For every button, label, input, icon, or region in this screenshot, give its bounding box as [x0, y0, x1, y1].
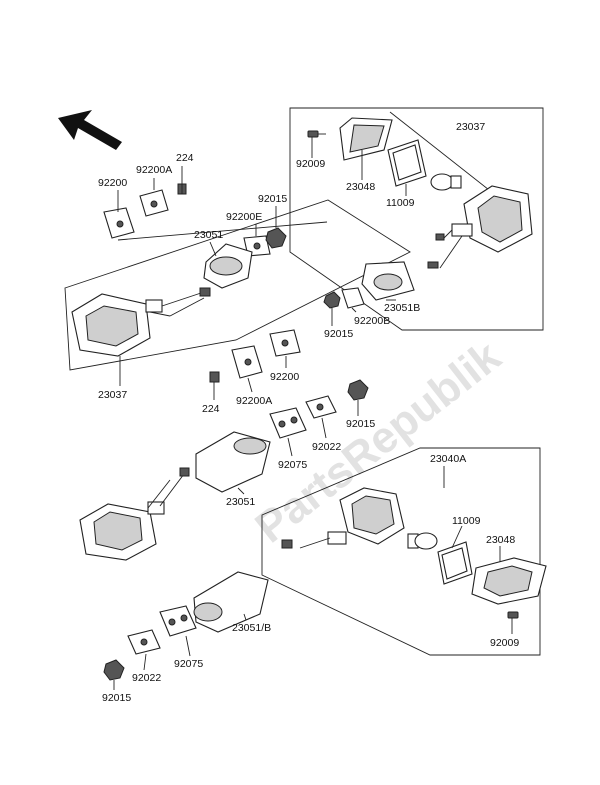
- label-92200E: 92200E: [226, 211, 262, 223]
- label-92075-bottom: 92075: [174, 658, 203, 670]
- nut-92015-mid2: [347, 379, 369, 401]
- label-23051slashB: 23051/B: [232, 622, 271, 634]
- label-11009-bottom: 11009: [452, 515, 481, 527]
- label-92015-bottom: 92015: [102, 692, 131, 704]
- lens-23048-top: [339, 117, 393, 161]
- label-92009-top: 92009: [296, 158, 325, 170]
- gasket-92022-bottom: [127, 629, 161, 655]
- label-23051B-top: 23051B: [384, 302, 420, 314]
- lens-23048-bottom: [471, 557, 547, 605]
- leader-lines: [113, 137, 513, 690]
- label-92015-mid: 92015: [324, 328, 353, 340]
- label-224-top: 224: [176, 152, 194, 164]
- label-92200A-mid: 92200A: [236, 395, 272, 407]
- left-assembly-frame: [64, 199, 411, 371]
- front-direction-arrow-icon: [58, 110, 122, 150]
- grommet-92075-mid: [269, 407, 307, 439]
- housing-23051-top: [203, 243, 253, 289]
- label-92022-bottom: 92022: [132, 672, 161, 684]
- label-92009-bottom: 92009: [490, 637, 519, 649]
- label-92015-mid2: 92015: [346, 418, 375, 430]
- nut-92015-mid: [323, 291, 341, 309]
- screw-92009-top: [307, 130, 326, 138]
- housing-23051B: [361, 261, 415, 301]
- nut-92015-top: [265, 227, 287, 249]
- label-92075-mid: 92075: [278, 459, 307, 471]
- label-23040A: 23040A: [430, 453, 466, 465]
- bottom-right-assembly-frame: [261, 447, 541, 656]
- label-224-mid: 224: [202, 403, 220, 415]
- bulb-bottom: [407, 532, 438, 550]
- screw-92009-bottom: [507, 611, 519, 619]
- screw-224-mid: [209, 371, 220, 383]
- label-11009-top: 11009: [386, 197, 415, 209]
- label-23037-left: 23037: [98, 389, 127, 401]
- bracket-92200-top: [103, 207, 135, 239]
- grommet-92075-bottom: [159, 605, 197, 637]
- label-92200-mid: 92200: [270, 371, 299, 383]
- signal-23040A: [281, 487, 405, 549]
- label-92200A-top: 92200A: [136, 164, 172, 176]
- signal-23037-right: [427, 185, 533, 269]
- gasket-11009-bottom: [437, 541, 473, 585]
- housing-23051-mid: [195, 431, 271, 493]
- bracket-92200A-top: [139, 189, 169, 217]
- label-23048-top: 23048: [346, 181, 375, 193]
- housing-23051B-bottom: [193, 571, 269, 633]
- label-23048-bottom: 23048: [486, 534, 515, 546]
- signal-23037-left: [71, 287, 211, 357]
- top-right-assembly-frame: [289, 107, 544, 331]
- nut-92015-bottom: [103, 659, 125, 681]
- bulb-top: [430, 173, 462, 191]
- gasket-11009-top: [387, 139, 427, 187]
- label-92200-top: 92200: [98, 177, 127, 189]
- label-92015-top: 92015: [258, 193, 287, 205]
- label-23037-top: 23037: [456, 121, 485, 133]
- gasket-92022-mid: [305, 395, 337, 419]
- label-23051-mid: 23051: [226, 496, 255, 508]
- label-92022-mid: 92022: [312, 441, 341, 453]
- signal-lower-left: [79, 467, 190, 561]
- label-92200B: 92200B: [354, 315, 390, 327]
- bracket-92200A-mid: [231, 345, 263, 379]
- left-frame-top: [117, 221, 328, 241]
- bracket-92200-mid: [269, 329, 301, 357]
- label-23051-top: 23051: [194, 229, 223, 241]
- plate-92200B: [341, 287, 365, 309]
